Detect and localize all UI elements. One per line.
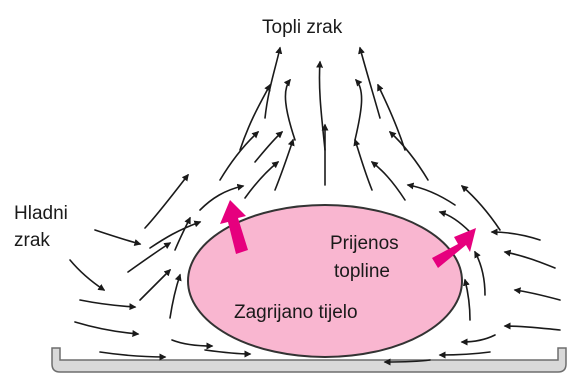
flow-arrow bbox=[144, 173, 189, 229]
flow-arrow bbox=[460, 185, 501, 231]
cold-air-flow-left bbox=[69, 173, 252, 361]
label-cold-air-line2: zrak bbox=[14, 230, 50, 251]
flow-arrow bbox=[490, 228, 541, 241]
label-cold-air-line1: Hladni bbox=[14, 203, 68, 224]
flow-arrow bbox=[127, 242, 172, 273]
flow-arrow bbox=[388, 131, 429, 181]
flow-arrow bbox=[99, 351, 167, 361]
flow-arrow bbox=[354, 78, 363, 141]
flow-arrow bbox=[74, 321, 140, 338]
flow-arrow bbox=[199, 183, 245, 211]
flow-arrow bbox=[69, 259, 106, 291]
flow-arrow bbox=[462, 278, 471, 321]
flow-arrow bbox=[139, 269, 171, 301]
flow-arrow bbox=[513, 287, 561, 301]
label-warm-air: Topli zrak bbox=[262, 17, 343, 38]
cold-air-flow-right bbox=[383, 185, 561, 366]
flow-arrow bbox=[239, 83, 271, 151]
flow-arrow bbox=[370, 161, 406, 201]
flow-arrow bbox=[94, 229, 142, 246]
label-heat-transfer-line1: Prijenos bbox=[330, 233, 399, 254]
heated-body bbox=[187, 204, 463, 358]
flow-arrow bbox=[383, 358, 431, 366]
flow-arrow bbox=[169, 273, 182, 319]
flow-arrow bbox=[274, 138, 295, 191]
base-plate bbox=[51, 347, 567, 373]
flow-arrow bbox=[204, 349, 252, 358]
flow-arrow bbox=[353, 138, 373, 191]
flow-arrow bbox=[219, 131, 260, 181]
flow-arrow bbox=[79, 299, 137, 311]
flow-arrow bbox=[377, 83, 406, 151]
flow-arrow bbox=[174, 216, 191, 251]
flow-arrow bbox=[438, 351, 491, 359]
flow-arrow bbox=[264, 46, 283, 119]
flow-arrow bbox=[474, 250, 486, 296]
flow-arrow bbox=[358, 46, 381, 119]
label-heat-transfer-line2: topline bbox=[334, 261, 390, 282]
flow-arrow bbox=[438, 210, 471, 233]
flow-arrow bbox=[406, 182, 456, 206]
heat-arrow-left bbox=[220, 200, 248, 254]
flow-arrow bbox=[244, 161, 280, 199]
flow-arrow bbox=[254, 131, 284, 163]
flow-arrow bbox=[171, 339, 214, 350]
flow-arrow bbox=[503, 322, 561, 331]
flow-arrow bbox=[316, 60, 326, 151]
flow-arrow bbox=[503, 249, 556, 269]
label-heated-body: Zagrijano tijelo bbox=[234, 302, 358, 323]
heat-arrow-right bbox=[432, 228, 476, 268]
warm-air-flow bbox=[199, 46, 456, 211]
flow-arrow bbox=[149, 220, 202, 249]
heat-transfer-arrows bbox=[220, 200, 476, 268]
flow-arrow bbox=[283, 78, 296, 141]
flow-arrow bbox=[460, 334, 496, 346]
